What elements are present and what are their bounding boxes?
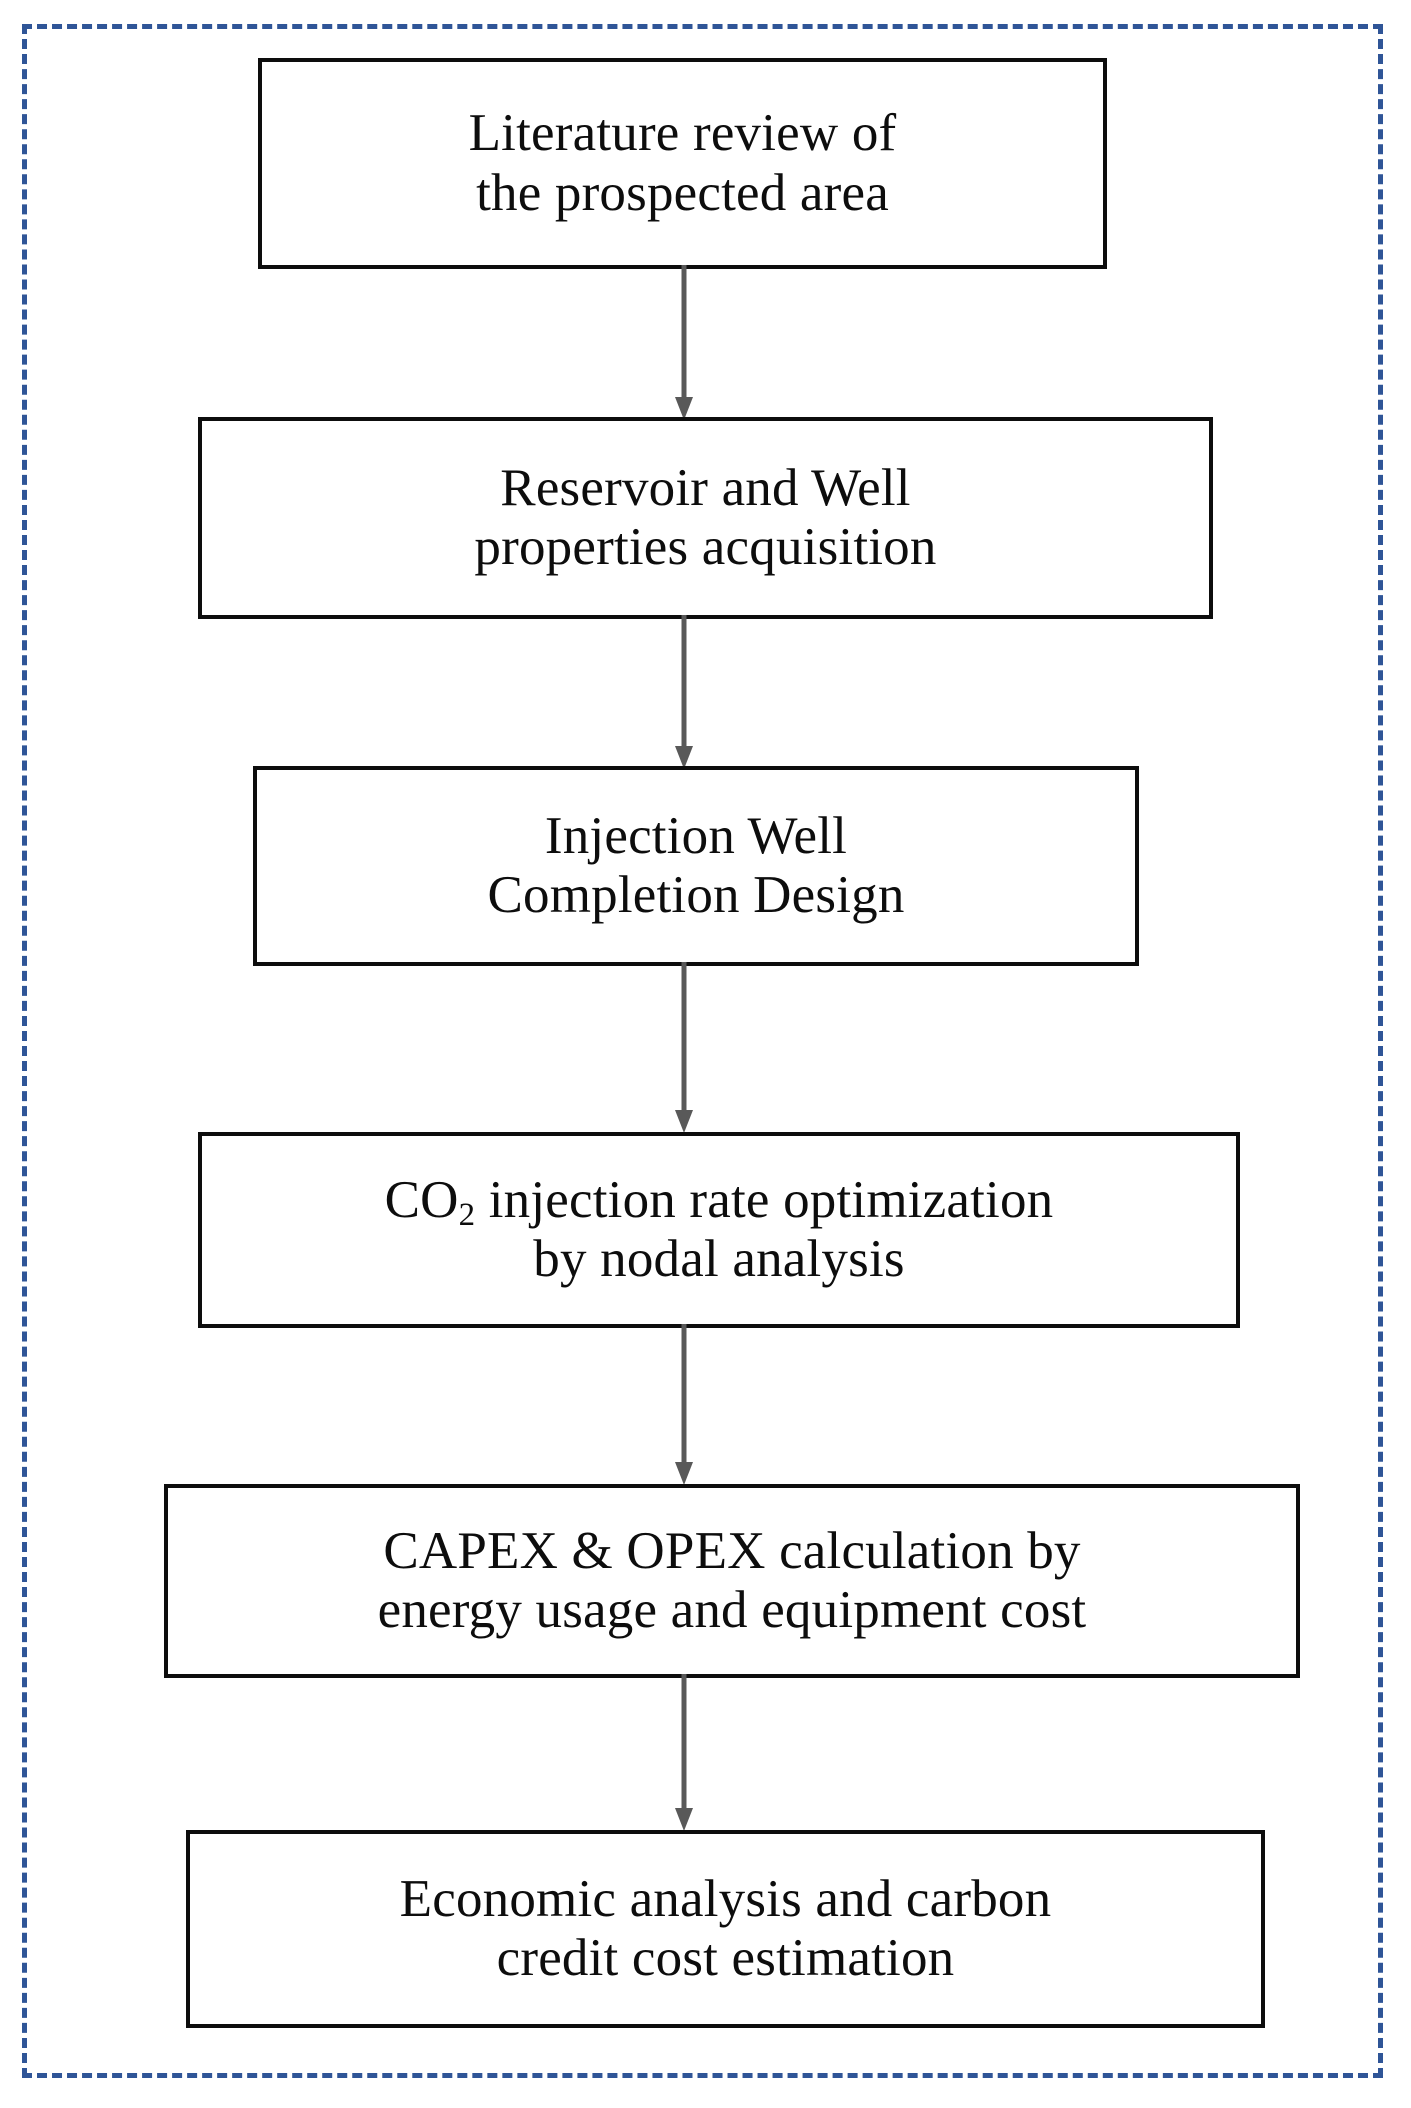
process-box-label: Economic analysis and carbon credit cost…	[399, 1869, 1052, 1987]
down-arrow-icon	[675, 615, 693, 769]
arrow-literature-to-reservoir	[673, 265, 695, 421]
co2-line1-rest: injection rate optimization	[475, 1170, 1054, 1229]
arrow-optimization-to-capex	[673, 1324, 695, 1486]
process-box-economic-analysis[interactable]: Economic analysis and carbon credit cost…	[186, 1830, 1265, 2028]
process-box-label: CAPEX & OPEX calculation by energy usage…	[377, 1521, 1087, 1639]
process-box-injection-well-completion[interactable]: Injection Well Completion Design	[253, 766, 1139, 966]
co2-subscript: 2	[458, 1196, 476, 1233]
process-box-label: Reservoir and Well properties acquisitio…	[474, 458, 937, 576]
process-box-capex-opex-calculation[interactable]: CAPEX & OPEX calculation by energy usage…	[164, 1484, 1300, 1678]
process-box-reservoir-properties[interactable]: Reservoir and Well properties acquisitio…	[198, 417, 1213, 619]
down-arrow-icon	[675, 265, 693, 420]
co2-prefix-text: CO	[384, 1170, 459, 1229]
co2-line2: by nodal analysis	[533, 1230, 905, 1288]
process-box-label: Literature review of the prospected area	[468, 104, 897, 222]
arrow-reservoir-to-completion	[673, 615, 695, 770]
down-arrow-icon	[675, 1324, 693, 1485]
dashed-outer-frame	[22, 24, 1383, 2078]
down-arrow-icon	[675, 962, 693, 1133]
arrow-completion-to-optimization	[673, 962, 695, 1134]
process-box-label: Injection Well Completion Design	[487, 806, 905, 924]
down-arrow-icon	[675, 1674, 693, 1831]
arrow-capex-to-economic	[673, 1674, 695, 1832]
process-box-literature-review[interactable]: Literature review of the prospected area	[258, 58, 1107, 269]
